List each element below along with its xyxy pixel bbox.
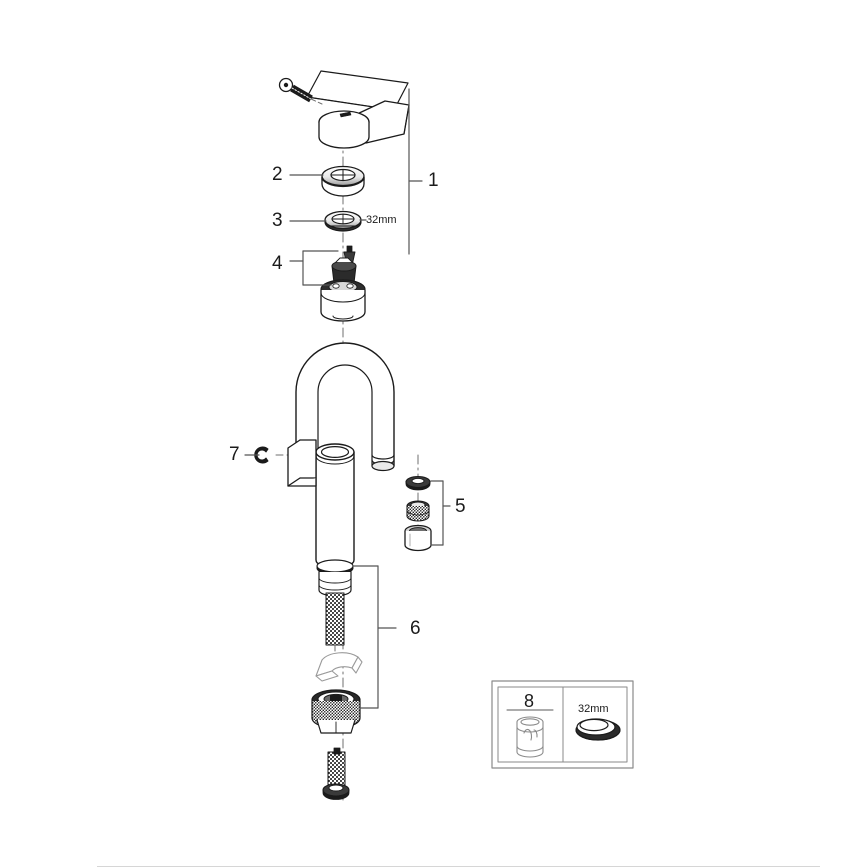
leader-1: [408, 88, 423, 255]
part-retaining-ring: [324, 210, 362, 232]
dimension-label-ring-main: 32mm: [366, 214, 397, 226]
part-lever-handle: [278, 70, 410, 149]
inset-box: [491, 680, 634, 769]
part-mousseur: [406, 500, 430, 522]
leader-3: [289, 219, 367, 222]
set-screw: [278, 77, 323, 105]
part-cap-dome: [321, 165, 365, 197]
callout-number-1: 1: [428, 170, 439, 191]
callout-number-6: 6: [410, 618, 421, 639]
callout-number-4: 4: [272, 253, 283, 274]
inset-seal-ring: [575, 718, 621, 741]
part-aerator-sleeve: [404, 524, 432, 552]
leader-4: [289, 250, 339, 286]
dimension-label-ring-inset: 32mm: [578, 703, 609, 715]
part-spout-body: [287, 342, 395, 569]
leader-6: [352, 565, 397, 709]
part-c-clip: [254, 446, 269, 464]
part-hose-upper: [316, 559, 354, 661]
callout-number-3: 3: [272, 210, 283, 231]
part-threaded-stud: [322, 747, 350, 800]
inset-sleeve-tool: [516, 716, 544, 758]
part-ghost-washer: [315, 652, 363, 682]
part-aerator-washer: [405, 475, 431, 491]
leader-5: [430, 480, 451, 546]
callout-number-7: 7: [229, 444, 240, 465]
inset-callout-number-8: 8: [524, 691, 535, 711]
part-cartridge-screw: [331, 245, 357, 284]
callout-number-5: 5: [455, 496, 466, 517]
footer-divider: [97, 866, 820, 867]
part-mounting-nut: [311, 689, 361, 734]
part-cartridge-body: [320, 279, 366, 322]
callout-number-2: 2: [272, 164, 283, 185]
